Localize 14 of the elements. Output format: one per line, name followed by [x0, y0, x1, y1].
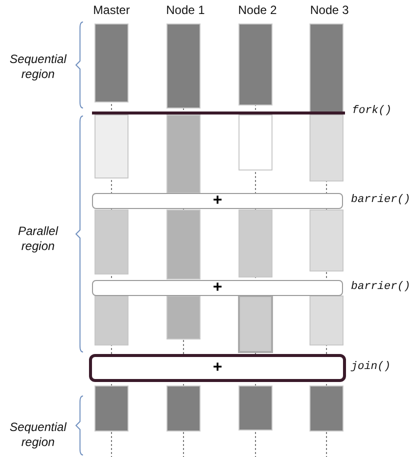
barrier-bar: +	[92, 280, 343, 296]
barrier-bar: +	[92, 193, 343, 209]
join-box: +	[89, 354, 346, 382]
function-label: fork()	[352, 105, 392, 117]
column-header: Node 3	[309, 3, 350, 17]
region-label: Parallel region	[16, 224, 60, 254]
function-label: join()	[351, 361, 391, 373]
function-label: barrier()	[351, 194, 410, 206]
region-label: Sequential region	[8, 420, 68, 450]
column-header: Master	[92, 3, 131, 17]
region-label: Sequential region	[8, 52, 68, 82]
column-header: Node 2	[237, 3, 278, 17]
column-header: Node 1	[165, 3, 206, 17]
function-label: barrier()	[351, 281, 410, 293]
